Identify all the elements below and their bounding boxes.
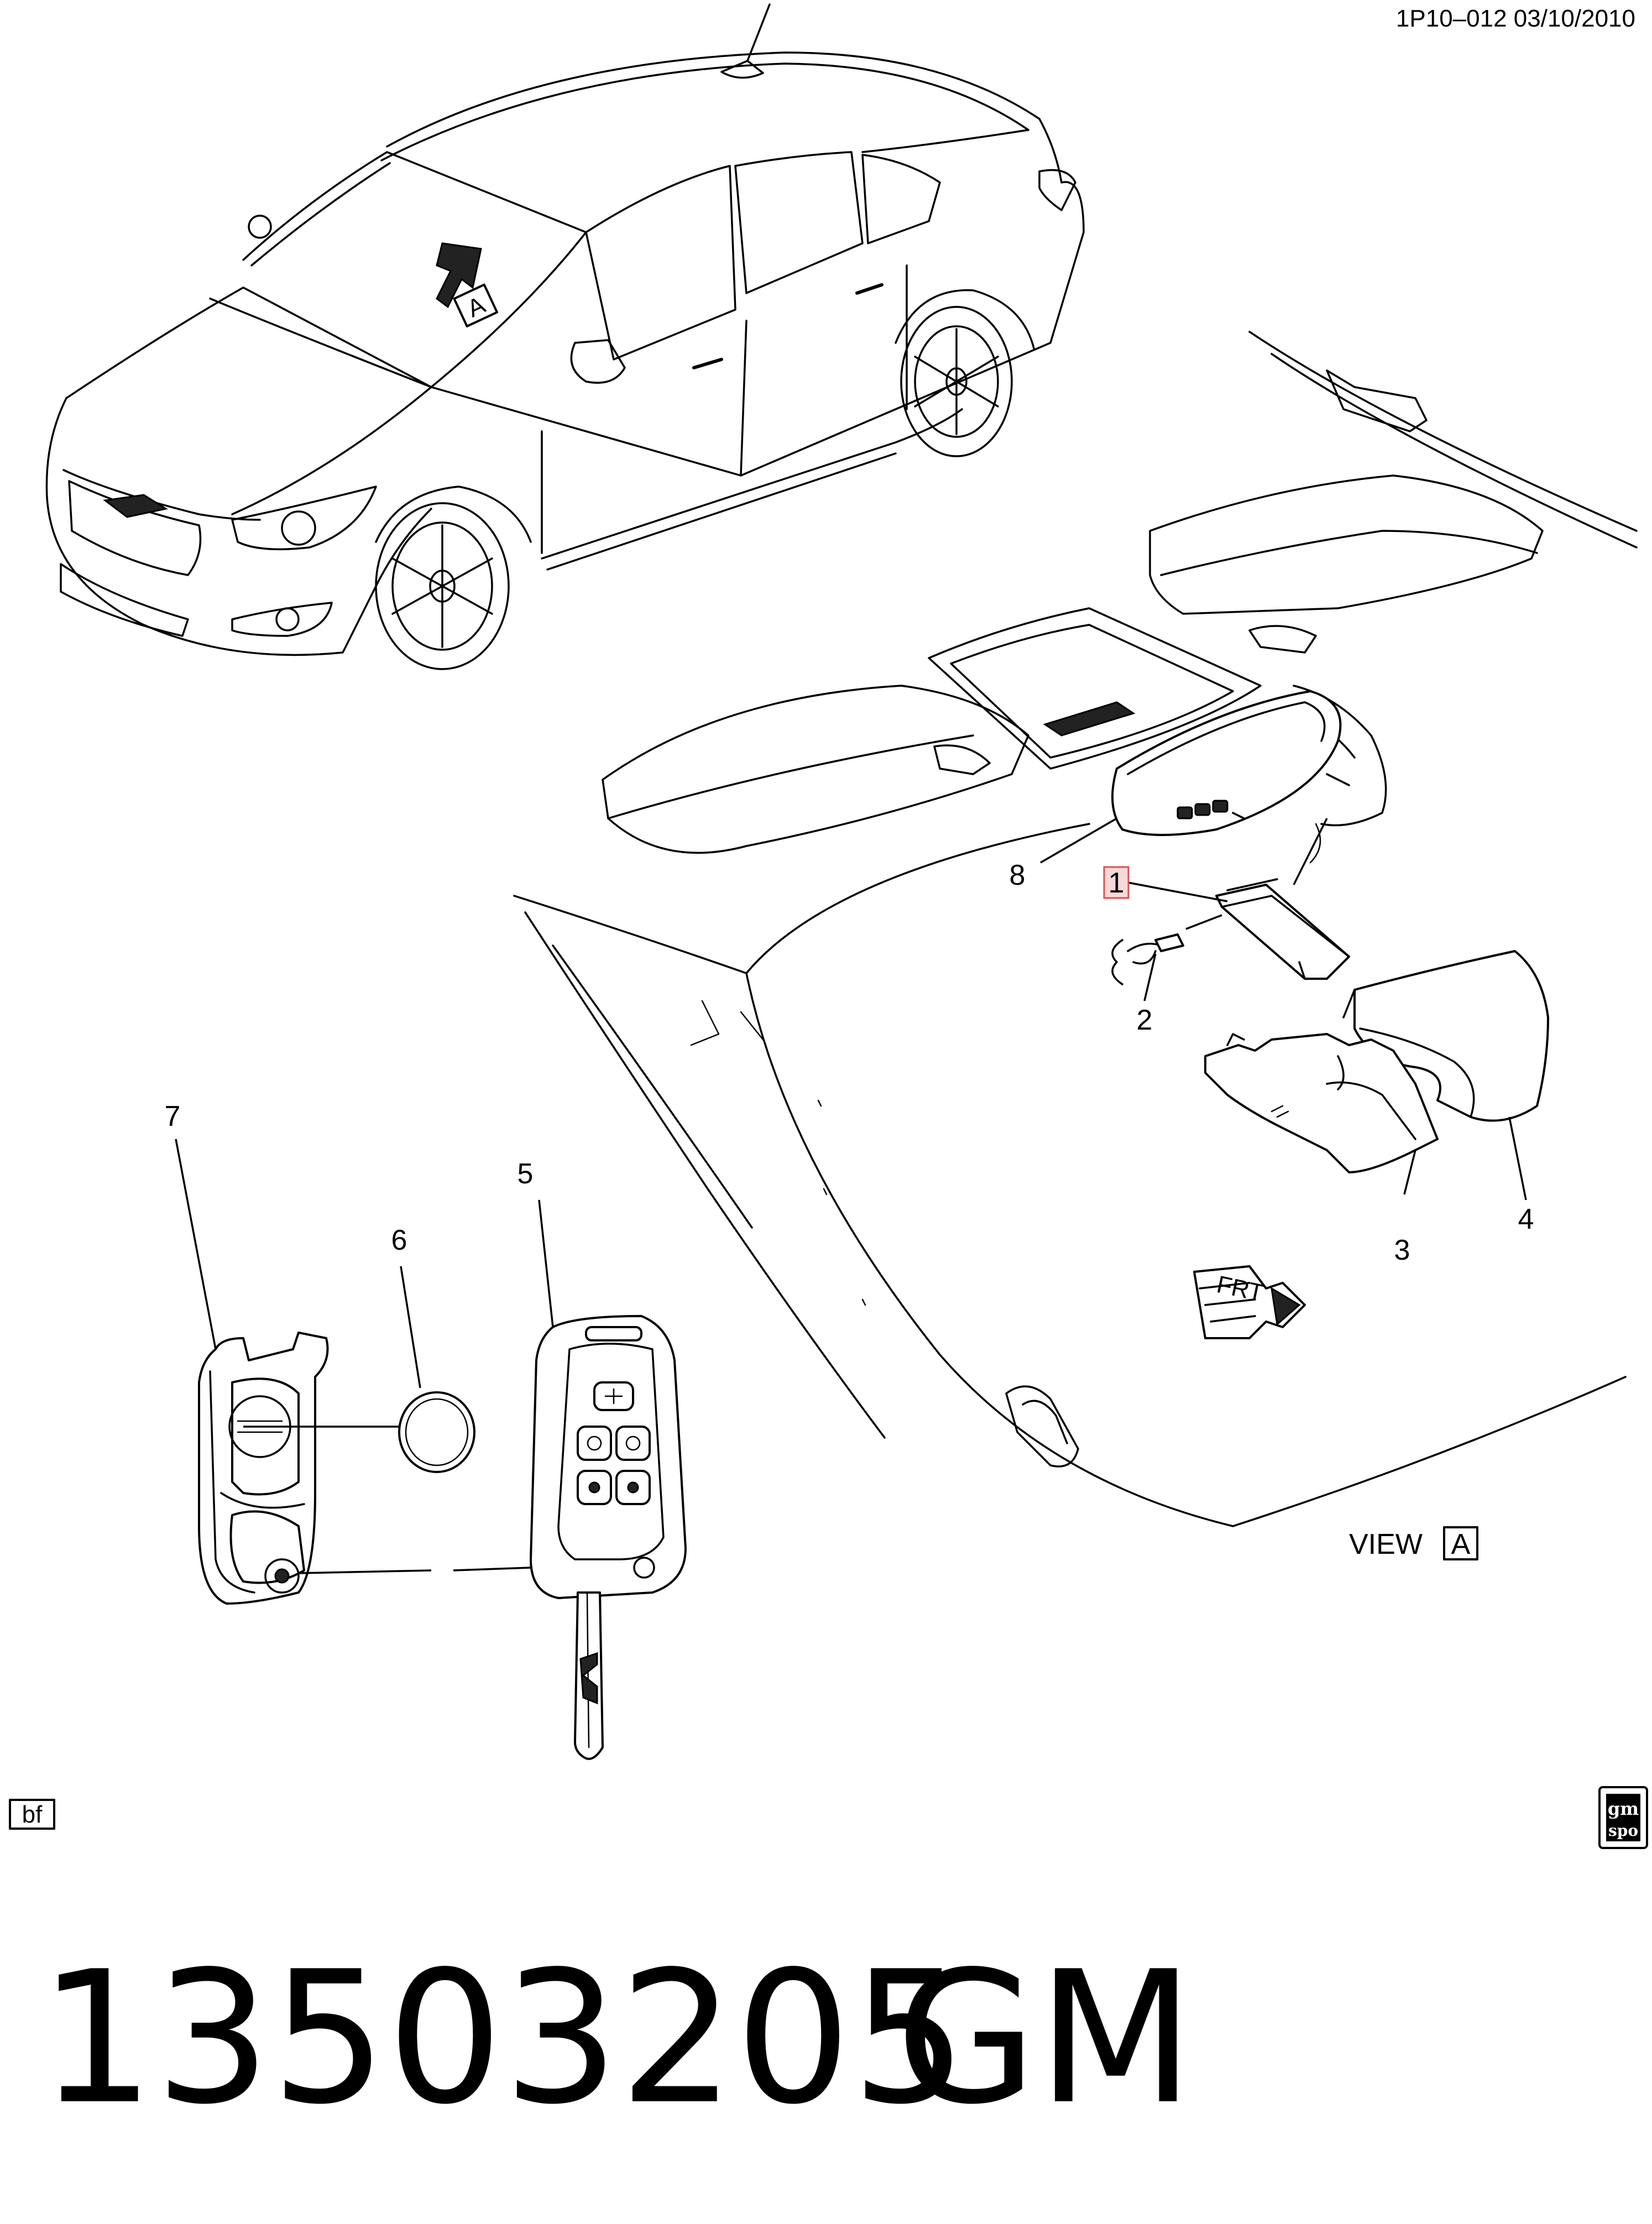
part-3-lower-cover (1204, 1033, 1439, 1173)
view-a-interior (513, 331, 1638, 1527)
callout-8: 8 (1010, 859, 1026, 891)
callout-2: 2 (1137, 1004, 1153, 1036)
callout-3: 3 (1394, 1234, 1410, 1266)
bf-tag: bf (9, 1799, 55, 1830)
front-orientation-arrow: FRT (1193, 1265, 1306, 1339)
view-label-text: VIEW (1349, 1528, 1423, 1560)
diagram-reference: 1P10–012 03/10/2010 (1396, 5, 1635, 32)
view-a-label: VIEW A (1349, 1526, 1478, 1560)
gm-spo-logo: gm spo (1598, 1786, 1648, 1849)
callout-7: 7 (165, 1100, 181, 1132)
vehicle-illustration: A (45, 3, 1085, 670)
callout-6: 6 (391, 1224, 407, 1256)
part-8-rearview-mirror (1111, 690, 1342, 836)
gm-spo-bottom-text: spo (1608, 1821, 1638, 1840)
part-4-upper-cover (1342, 950, 1549, 1122)
view-arrow: A (436, 242, 499, 328)
part-2-harness (1111, 933, 1184, 985)
part-1-module (1215, 878, 1350, 980)
callout-1: 1 (1109, 867, 1125, 899)
callout-4: 4 (1518, 1203, 1534, 1235)
callout-1-highlight (1103, 866, 1130, 899)
gm-spo-top-text: gm (1608, 1798, 1639, 1819)
part-7-key-case (198, 1332, 329, 1605)
part-6-battery (398, 1391, 475, 1473)
view-label-letter: A (1451, 1528, 1471, 1560)
callout-5: 5 (517, 1158, 534, 1190)
part-5-key-fob (530, 1315, 687, 1760)
bf-tag-text: bf (22, 1801, 43, 1828)
brand-name: GM (896, 1932, 1194, 2144)
leader-lines (175, 817, 1527, 1574)
part-number: 13503205 (39, 1932, 968, 2144)
callout-labels: 1 2 3 4 5 6 7 8 (165, 859, 1534, 1266)
